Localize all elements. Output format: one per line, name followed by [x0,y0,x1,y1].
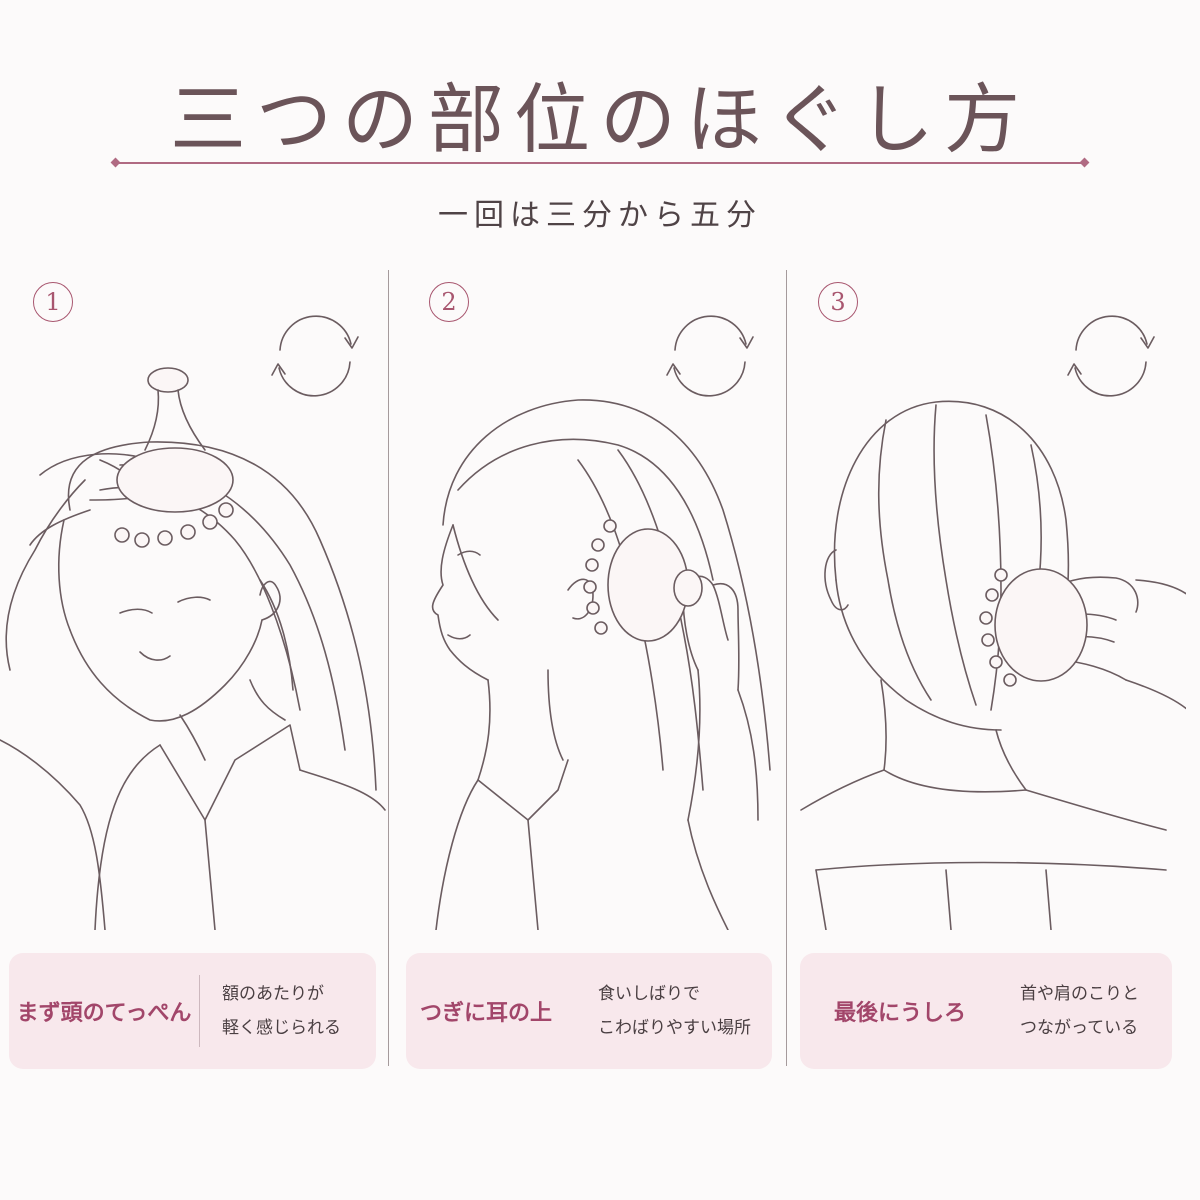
rotate-arrows-icon [1067,315,1155,397]
step-card: 最後にうしろ 首や肩のこりと つながっている [800,953,1172,1069]
description-line: 食いしばりで [598,984,700,1004]
description-line: こわばりやすい場所 [598,1018,751,1038]
step-card: つぎに耳の上 食いしばりで こわばりやすい場所 [406,953,772,1069]
card-separator [199,975,200,1047]
description-line: 軽く感じられる [222,1018,341,1038]
rotate-arrows-icon [271,315,359,397]
step-number-badge: 1 [33,282,73,322]
description-line: 額のあたりが [222,984,324,1004]
page-subtitle: 一回は三分から五分 [438,198,762,233]
step-panel-1: 1 [0,270,390,1070]
step-card: まず頭のてっぺん 額のあたりが 軽く感じられる [9,953,376,1069]
step-description: 食いしばりで こわばりやすい場所 [566,977,751,1045]
illustration-scalp-top [0,367,386,930]
column-divider-2 [786,270,787,1066]
step-panel-2: 2 [398,270,788,1070]
step-description: 首や肩のこりと つながっている [1000,977,1139,1045]
description-line: 首や肩のこりと [1020,984,1139,1004]
column-divider-1 [388,270,389,1066]
diamond-ornament-left [110,157,121,168]
step-panel-3: 3 [796,270,1186,1070]
description-line: つながっている [1020,1018,1139,1038]
title-divider [110,157,1090,168]
step-description: 額のあたりが 軽く感じられる [200,977,341,1045]
step-number-badge: 2 [429,282,469,322]
diamond-ornament-right [1079,157,1090,168]
illustration-back-of-head [800,400,1186,930]
illustration-above-ear [431,399,771,930]
step-number-badge: 3 [818,282,858,322]
step-heading: 最後にうしろ [833,1001,966,1026]
step-heading: つぎに耳の上 [419,1001,552,1026]
rotate-arrows-icon [666,315,754,397]
page-title: 三つの部位のほぐし方 [170,75,1030,164]
step-heading: まず頭のてっぺん [16,1001,192,1026]
